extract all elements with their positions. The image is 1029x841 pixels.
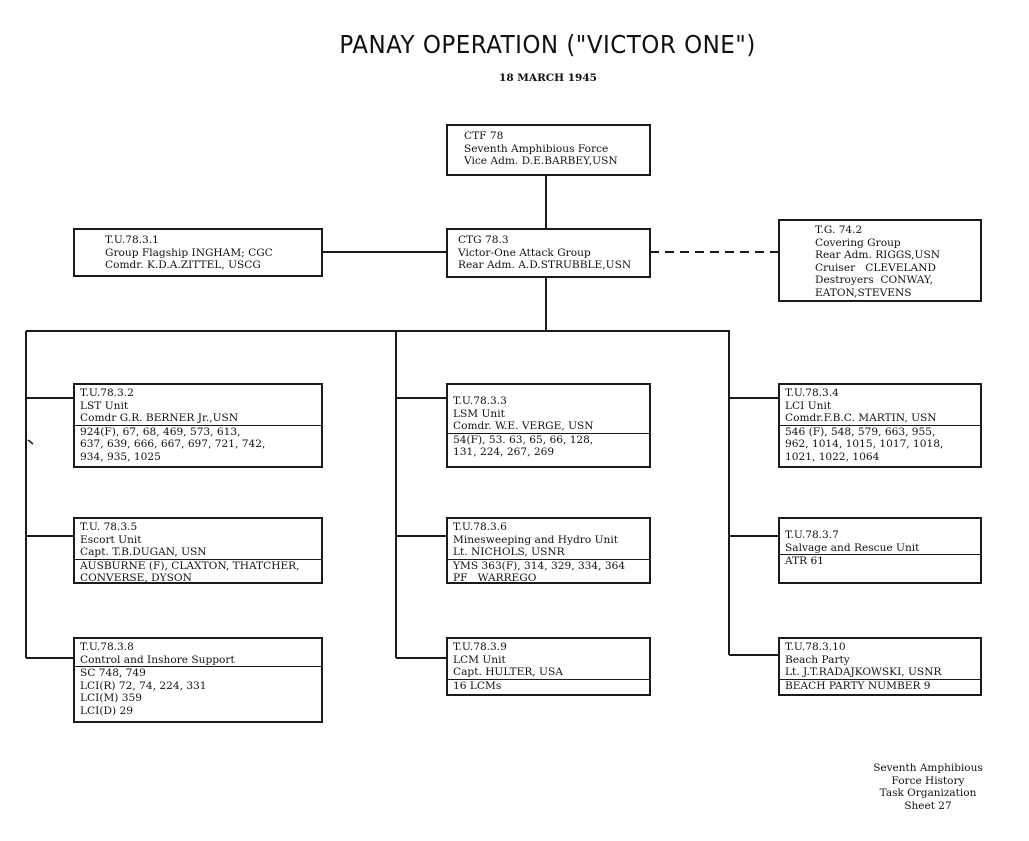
node-line: T.U.78.3.9 — [453, 641, 507, 653]
ship-line: 637, 639, 666, 667, 697, 721, 742, — [80, 438, 266, 451]
ship-line: YMS 363(F), 314, 329, 334, 364 — [453, 559, 626, 572]
node-line: LCI Unit — [785, 399, 832, 412]
ship-line: 131, 224, 267, 269 — [453, 446, 555, 459]
ship-line: BEACH PARTY NUMBER 9 — [785, 679, 931, 692]
node-line: Victor-One Attack Group — [458, 246, 591, 259]
node-line: T.U.78.3.2 — [80, 387, 134, 399]
node-line: LST Unit — [80, 399, 129, 412]
ship-line: 546 (F), 548, 579, 663, 955, — [785, 425, 936, 438]
ship-list: ATR 61 — [780, 554, 980, 568]
node-line: T.U.78.3.4 — [785, 387, 839, 399]
node-line: LSM Unit — [453, 407, 505, 420]
node-line: T.G. 74.2 — [815, 224, 863, 236]
node-tu-78-3-4: T.U.78.3.4 LCI Unit Comdr.F.B.C. MARTIN,… — [778, 383, 982, 468]
ship-list: 54(F), 53. 63, 65, 66, 128, 131, 224, 26… — [448, 432, 649, 459]
node-tu-78-3-10: T.U.78.3.10 Beach Party Lt. J.T.RADAJKOW… — [778, 637, 982, 696]
node-tu-78-3-1: T.U.78.3.1 Group Flagship INGHAM; CGC Co… — [73, 228, 323, 277]
node-line: T.U.78.3.10 — [785, 641, 846, 653]
node-line: Lt. J.T.RADAJKOWSKI, USNR — [785, 666, 942, 679]
node-tu-78-3-3: T.U.78.3.3 LSM Unit Comdr. W.E. VERGE, U… — [446, 383, 651, 468]
node-tu-78-3-6: T.U.78.3.6 Minesweeping and Hydro Unit L… — [446, 517, 651, 584]
node-line: Destroyers CONWAY, — [815, 274, 934, 287]
ship-line: 934, 935, 1025 — [80, 450, 161, 463]
ship-line: LCI(D) 29 — [80, 704, 133, 717]
node-line: T.U.78.3.3 — [453, 395, 507, 407]
node-ctg-78-3: CTG 78.3 Victor-One Attack Group Rear Ad… — [446, 228, 651, 278]
footer-line: Sheet 27 — [904, 799, 952, 812]
node-line: T.U.78.3.7 — [785, 529, 839, 541]
node-tu-78-3-5: T.U. 78.3.5 Escort Unit Capt. T.B.DUGAN,… — [73, 517, 323, 584]
node-line: Comdr. W.E. VERGE, USN — [453, 420, 594, 433]
footer-line: Seventh Amphibious — [873, 762, 983, 774]
node-line: Group Flagship INGHAM; CGC — [105, 246, 273, 259]
node-line: Vice Adm. D.E.BARBEY,USN — [464, 155, 618, 168]
ship-list: SC 748, 749 LCI(R) 72, 74, 224, 331 LCI(… — [75, 666, 321, 717]
ship-list: 16 LCMs — [448, 678, 649, 693]
node-line: T.U. 78.3.5 — [80, 521, 138, 533]
ship-line: AUSBURNE (F), CLAXTON, THATCHER, — [80, 559, 300, 572]
node-line: Beach Party — [785, 653, 850, 666]
node-line: Covering Group — [815, 236, 901, 249]
node-line: Comdr. K.D.A.ZITTEL, USCG — [105, 259, 261, 272]
ship-line: 54(F), 53. 63, 65, 66, 128, — [453, 433, 594, 446]
ship-list: YMS 363(F), 314, 329, 334, 364 PF WARREG… — [448, 558, 649, 585]
node-line: Capt. T.B.DUGAN, USN — [80, 546, 207, 559]
stray-mark — [27, 439, 34, 445]
ship-line: PF WARREGO — [453, 572, 537, 585]
node-line: T.U.78.3.6 — [453, 521, 507, 533]
node-line: Control and Inshore Support — [80, 653, 235, 666]
node-line: LCM Unit — [453, 653, 506, 666]
ship-line: 1021, 1022, 1064 — [785, 450, 880, 463]
ship-list: 924(F), 67, 68, 469, 573, 613, 637, 639,… — [75, 424, 321, 464]
node-tu-78-3-8: T.U.78.3.8 Control and Inshore Support S… — [73, 637, 323, 723]
node-line: T.U.78.3.1 — [105, 234, 159, 246]
node-line: Seventh Amphibious Force — [464, 142, 609, 155]
ship-line: SC 748, 749 — [80, 667, 146, 680]
footer-line: Force History — [891, 774, 965, 787]
node-line: Comdr G.R. BERNER Jr.,USN — [80, 412, 239, 425]
node-line: Rear Adm. A.D.STRUBBLE,USN — [458, 259, 632, 272]
node-line: CTF 78 — [464, 130, 504, 142]
node-tu-78-3-7: T.U.78.3.7 Salvage and Rescue Unit ATR 6… — [778, 517, 982, 584]
ship-line: 924(F), 67, 68, 469, 573, 613, — [80, 425, 241, 438]
document-date: 18 MARCH 1945 — [499, 72, 597, 84]
node-line: EATON,STEVENS — [815, 286, 912, 299]
node-line: CTG 78.3 — [458, 234, 509, 246]
ship-line: CONVERSE, DYSON — [80, 572, 192, 585]
node-line: Capt. HULTER, USA — [453, 666, 563, 679]
node-line: Comdr.F.B.C. MARTIN, USN — [785, 412, 937, 425]
node-tu-78-3-9: T.U.78.3.9 LCM Unit Capt. HULTER, USA 16… — [446, 637, 651, 696]
node-line: T.U.78.3.8 — [80, 641, 134, 653]
ship-line: 16 LCMs — [453, 679, 502, 692]
ship-list: 546 (F), 548, 579, 663, 955, 962, 1014, … — [780, 424, 980, 464]
sheet-footer: Seventh Amphibious Force History Task Or… — [858, 762, 998, 812]
ship-line: LCI(M) 359 — [80, 692, 143, 705]
node-line: Rear Adm. RIGGS,USN — [815, 249, 940, 262]
footer-line: Task Organization — [879, 787, 977, 800]
ship-list: AUSBURNE (F), CLAXTON, THATCHER, CONVERS… — [75, 558, 321, 585]
ship-line: ATR 61 — [785, 555, 824, 568]
node-ctf-78: CTF 78 Seventh Amphibious Force Vice Adm… — [446, 124, 651, 176]
ship-list: BEACH PARTY NUMBER 9 — [780, 678, 980, 693]
node-line: Lt. NICHOLS, USNR — [453, 546, 565, 559]
node-line: Cruiser CLEVELAND — [815, 261, 936, 274]
node-line: Minesweeping and Hydro Unit — [453, 533, 619, 546]
node-tg-74-2: T.G. 74.2 Covering Group Rear Adm. RIGGS… — [778, 219, 982, 302]
node-tu-78-3-2: T.U.78.3.2 LST Unit Comdr G.R. BERNER Jr… — [73, 383, 323, 468]
ship-line: LCI(R) 72, 74, 224, 331 — [80, 679, 207, 692]
page-title: PANAY OPERATION ("VICTOR ONE") — [339, 30, 756, 59]
ship-line: 962, 1014, 1015, 1017, 1018, — [785, 438, 944, 451]
node-line: Salvage and Rescue Unit — [785, 541, 920, 554]
node-line: Escort Unit — [80, 533, 142, 546]
